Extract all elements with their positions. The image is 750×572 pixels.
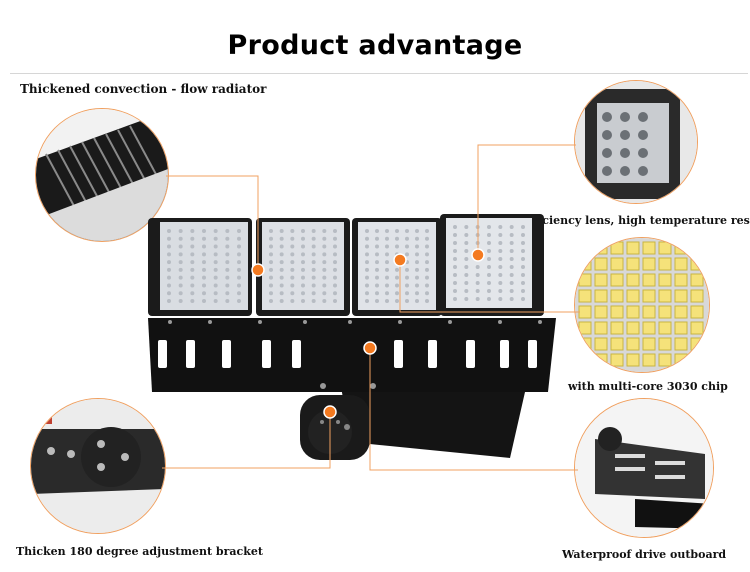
feature-label-radiator: Thickened convection - flow radiator — [20, 82, 267, 96]
feature-label-drive: Waterproof drive outboard — [562, 548, 727, 561]
title-divider — [10, 73, 748, 74]
marker-radiator — [251, 263, 265, 277]
radiator-detail-image — [35, 108, 169, 242]
page-title: Product advantage — [227, 30, 523, 61]
marker-chip — [393, 253, 407, 267]
chip-detail-image — [574, 237, 710, 373]
drive-detail-image — [574, 398, 714, 538]
marker-lens — [471, 248, 485, 262]
feature-label-bracket: Thicken 180 degree adjustment bracket — [16, 545, 263, 558]
bracket-detail-image — [30, 398, 166, 534]
marker-drive — [363, 341, 377, 355]
feature-label-chip: with multi-core 3030 chip — [568, 380, 728, 393]
lens-detail-image — [574, 80, 698, 204]
feature-label-lens: High efficiency lens, high temperature r… — [488, 214, 750, 227]
marker-bracket — [323, 405, 337, 419]
